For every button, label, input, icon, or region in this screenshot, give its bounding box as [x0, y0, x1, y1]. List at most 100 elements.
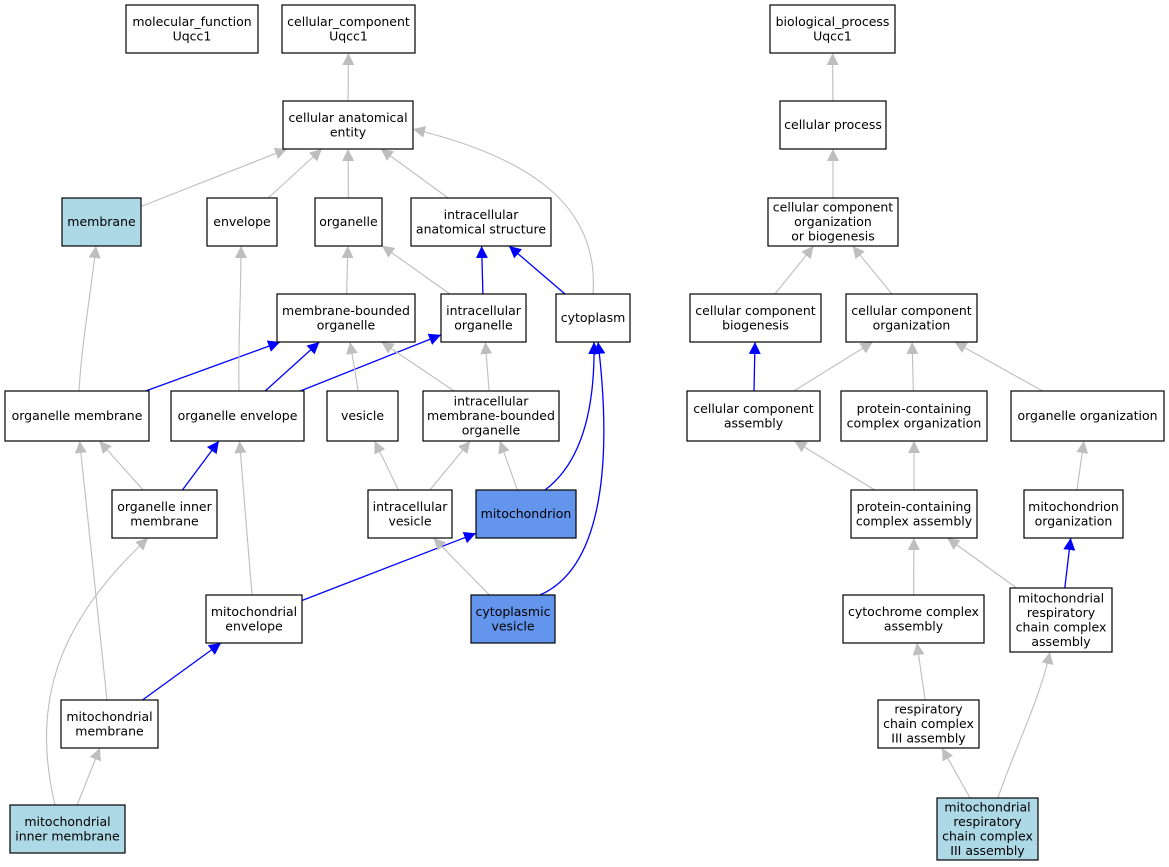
term-label-line: biological_process [776, 14, 890, 29]
term-label-line: Uqcc1 [813, 28, 852, 43]
edge-is-a-vesicle-to-mbo [346, 341, 359, 392]
edge-part-of-oe-to-mbo [264, 341, 320, 392]
term-label-line: anatomical structure [416, 221, 546, 236]
edge-is-a-membrane-to-cae [140, 147, 288, 208]
term-label-line: assembly [1031, 634, 1091, 649]
edge-is-a-mrcc3-to-mrcca [997, 651, 1054, 799]
edge-is-a-mo-to-oo [1076, 440, 1089, 491]
term-box [206, 197, 278, 247]
term-label-line: assembly [884, 618, 944, 633]
edge-is-a-oim-to-om [98, 440, 144, 491]
node-layer: molecular_functionUqcc1cellular_componen… [4, 4, 1165, 861]
edge-part-of-mito-to-cytoplasm [544, 341, 601, 491]
edge-is-a-imbo-to-mbo [381, 341, 455, 392]
term-label-line: cellular process [784, 117, 882, 132]
term-box [850, 489, 978, 539]
term-label-line: mitochondrial [944, 799, 1030, 814]
edge-is-a-ccb-to-ccob [774, 245, 815, 295]
term-label-line: chain complex [1016, 619, 1107, 634]
term-label-line: respiratory [1027, 605, 1096, 620]
term-label-line: membrane [130, 513, 199, 528]
term-node-oo[interactable]: organelle organization [1010, 390, 1165, 442]
term-box [686, 390, 821, 442]
term-box [470, 594, 556, 644]
term-label-line: biogenesis [722, 317, 789, 332]
term-label-line: envelope [213, 214, 271, 229]
term-label-line: intracellular [444, 207, 520, 222]
term-label-line: cellular component [851, 303, 971, 318]
term-box [125, 4, 259, 54]
term-label-line: inner membrane [15, 828, 120, 843]
term-label-line: mitochondrion [1028, 499, 1119, 514]
edge-part-of-mrcca-to-mo [1063, 537, 1076, 589]
term-label-line: molecular_function [132, 14, 251, 29]
term-label-line: vesicle [341, 408, 384, 423]
term-label-line: protein-containing [857, 499, 972, 514]
term-node-mito[interactable]: mitochondrion [475, 489, 577, 539]
term-box [282, 100, 414, 150]
term-node-envelope[interactable]: envelope [206, 197, 278, 247]
term-label-line: intracellular [446, 303, 522, 318]
term-box [1009, 587, 1113, 653]
term-label-line: membrane [67, 214, 136, 229]
term-node-om[interactable]: organelle membrane [4, 390, 150, 442]
term-label-line: cellular_component [287, 14, 410, 29]
edge-part-of-oe-to-io [300, 333, 442, 392]
term-box [936, 797, 1039, 861]
term-node-cytoplasm[interactable]: cytoplasm [555, 293, 631, 343]
term-node-cp[interactable]: cellular process [779, 100, 887, 150]
edge-part-of-io-to-ias [475, 245, 488, 295]
term-node-oe[interactable]: organelle envelope [170, 390, 305, 442]
term-label-line: organelle [319, 214, 378, 229]
term-box [205, 594, 303, 644]
term-box [422, 390, 560, 442]
edge-is-a-pcca-to-cca [794, 440, 875, 491]
edge-is-a-mim-to-oim [45, 537, 149, 806]
edge-is-a-mm-to-om [74, 440, 108, 701]
term-label-line: respiratory [894, 702, 963, 717]
term-box [4, 390, 150, 442]
term-box [410, 197, 552, 247]
term-label-line: assembly [724, 415, 784, 430]
term-label-line: respiratory [953, 814, 1022, 829]
edge-is-a-mbo-to-organelle [341, 245, 354, 295]
term-node-vesicle[interactable]: vesicle [326, 390, 399, 442]
term-label-line: organelle organization [1017, 408, 1157, 423]
term-box [842, 594, 985, 644]
term-box [9, 804, 126, 854]
term-label-line: organelle [454, 317, 513, 332]
term-label-line: cellular anatomical [288, 110, 407, 125]
term-label-line: organization [794, 214, 872, 229]
edge-is-a-cv-to-iv [433, 537, 490, 596]
term-node-organelle[interactable]: organelle [314, 197, 383, 247]
term-node-membrane[interactable]: membrane [61, 197, 142, 247]
term-box [1023, 489, 1124, 539]
term-label-line: cellular component [773, 200, 893, 215]
